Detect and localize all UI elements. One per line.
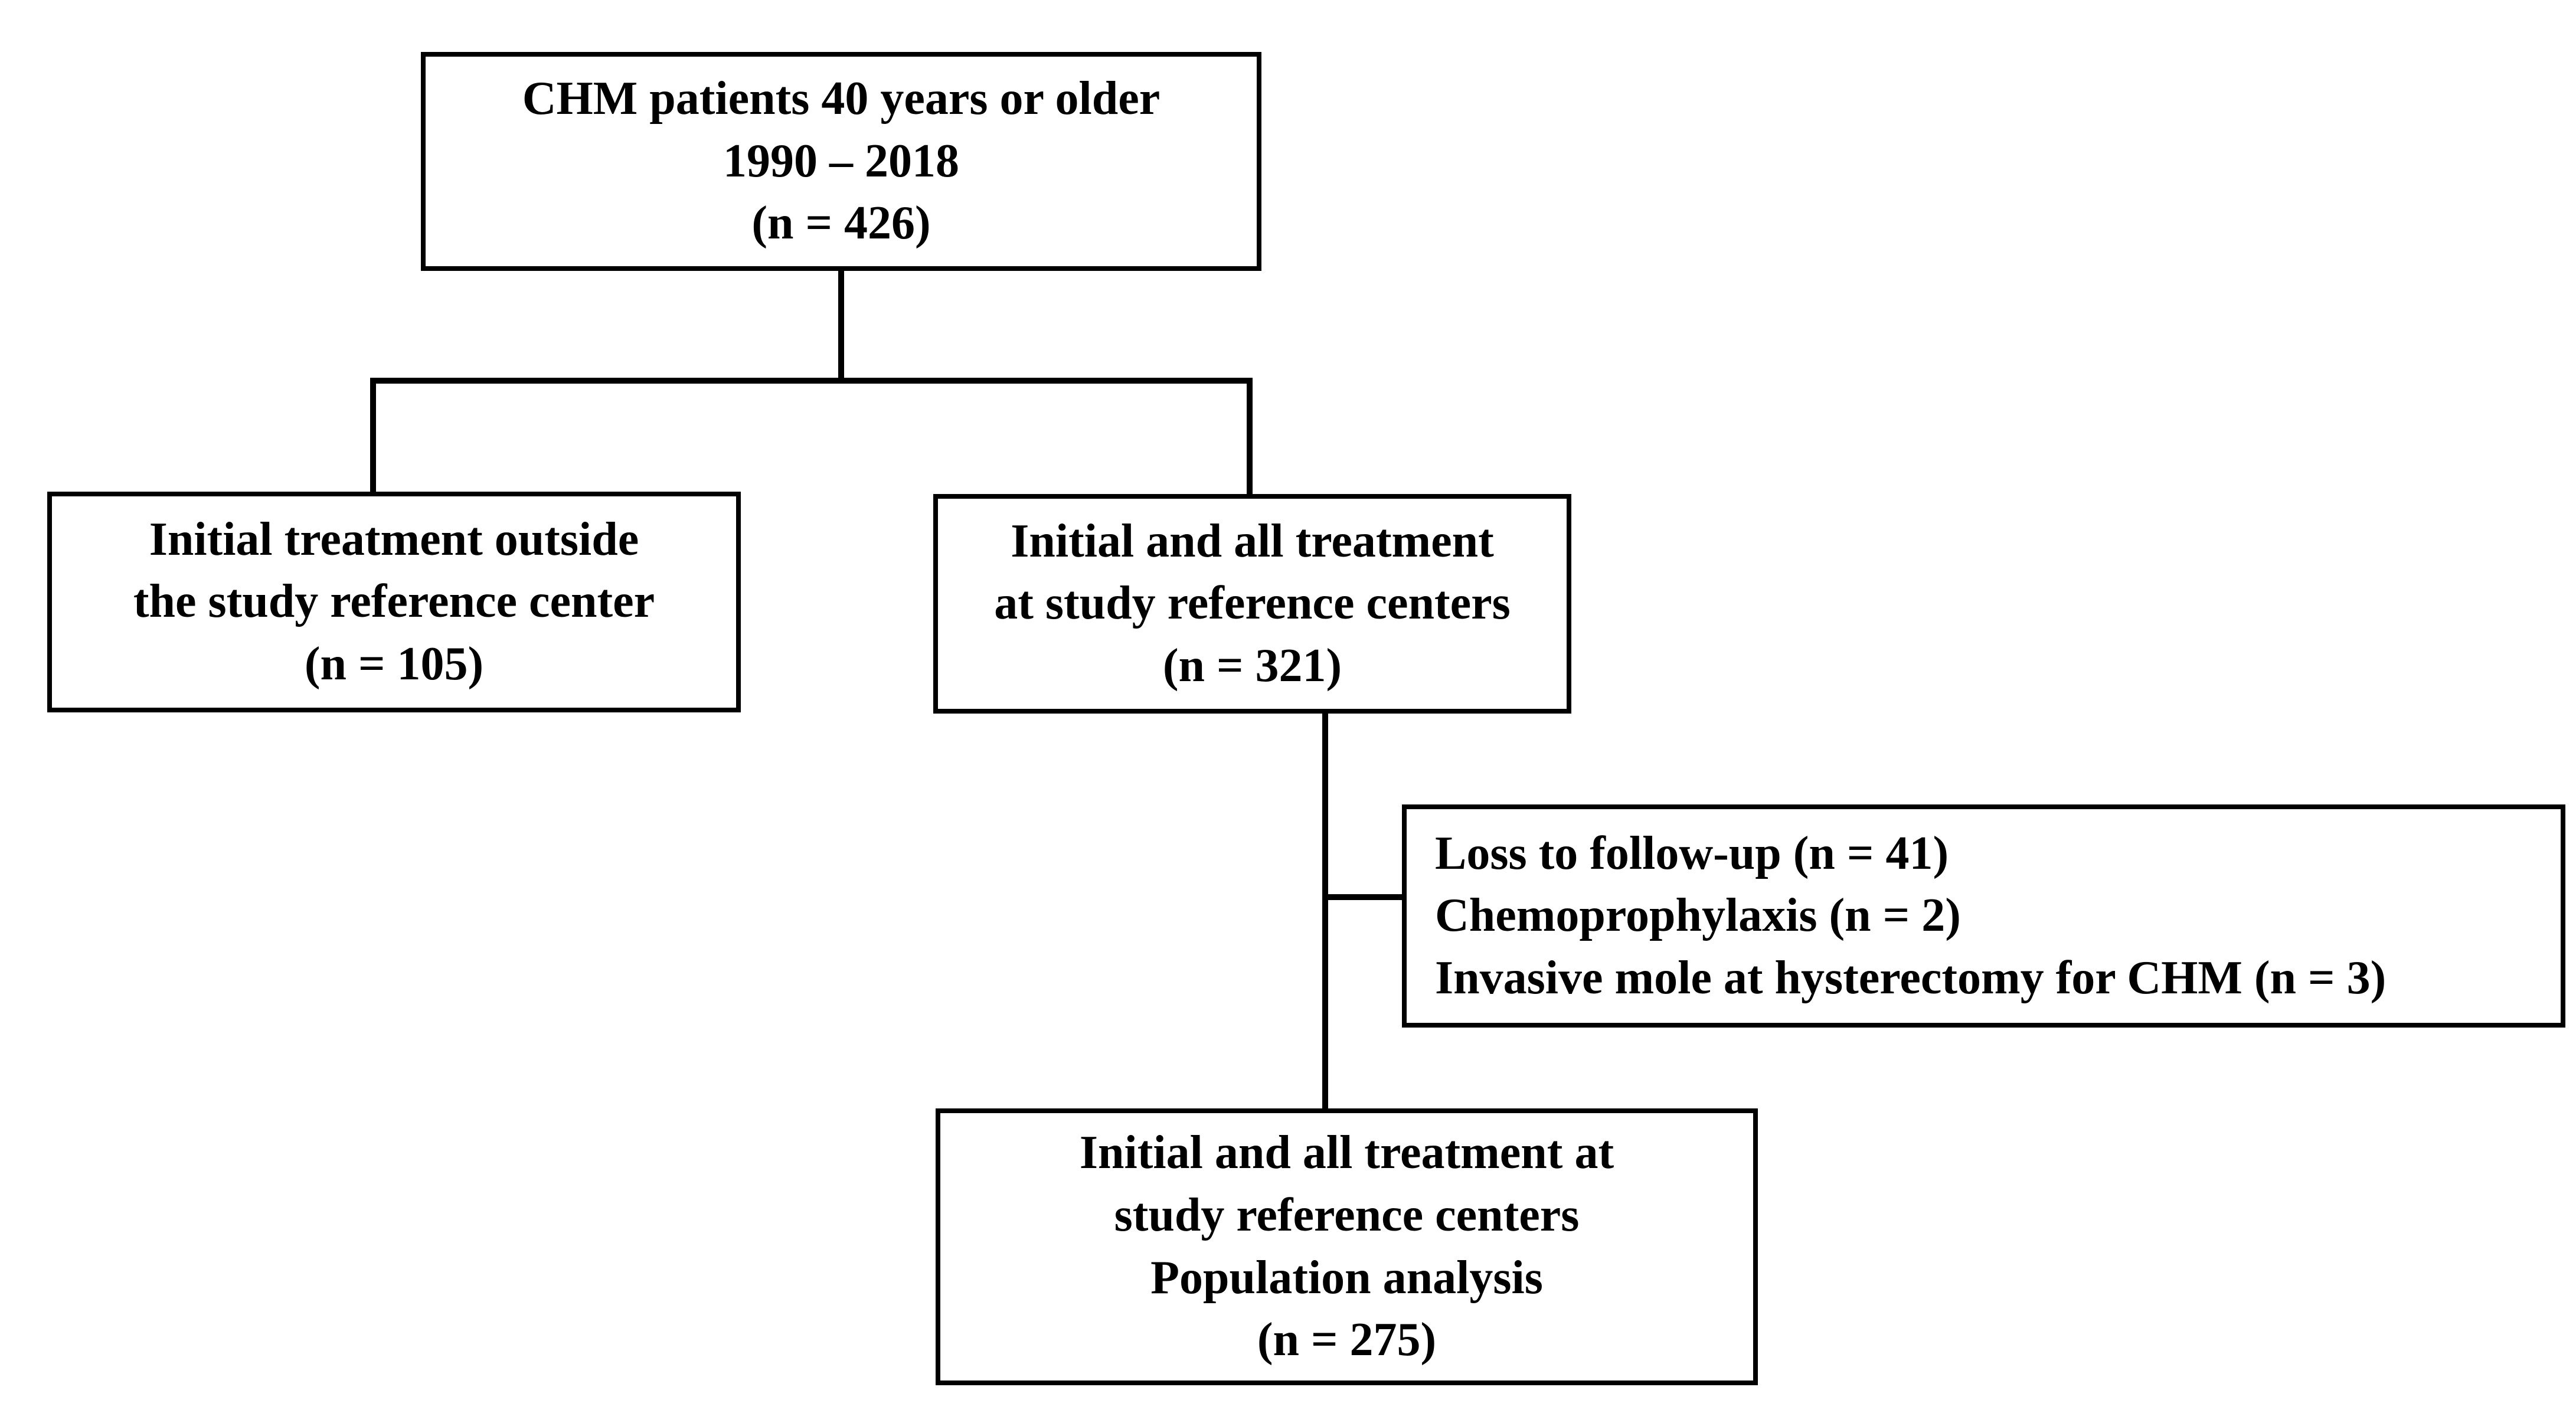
node-text-line: the study reference center — [133, 575, 655, 628]
node-text-line: Loss to follow-up (n = 41) — [1435, 827, 1949, 879]
node-treatment-at-reference-centers: Initial and all treatment at study refer… — [933, 494, 1571, 714]
node-text-line: (n = 275) — [1257, 1314, 1437, 1366]
node-text-line: Initial treatment outside — [149, 513, 639, 565]
node-text-line: Initial and all treatment at — [1079, 1127, 1614, 1179]
node-initial-treatment-outside: Initial treatment outside the study refe… — [47, 492, 741, 712]
node-text-line: Population analysis — [1150, 1251, 1543, 1304]
node-text-line: 1990 – 2018 — [723, 135, 959, 187]
node-text-line: Invasive mole at hysterectomy for CHM (n… — [1435, 951, 2387, 1004]
node-text-line: CHM patients 40 years or older — [522, 73, 1160, 125]
node-text-line: study reference centers — [1114, 1189, 1580, 1241]
node-exclusions: Loss to follow-up (n = 41) Chemoprophyla… — [1402, 804, 2565, 1028]
node-text-line: at study reference centers — [994, 577, 1511, 630]
node-text-line: (n = 321) — [1162, 639, 1342, 692]
node-text-line: (n = 105) — [304, 637, 484, 690]
node-text-line: (n = 426) — [751, 197, 931, 250]
node-text-line: Initial and all treatment — [1011, 515, 1494, 567]
node-text-line: Chemoprophylaxis (n = 2) — [1435, 889, 1961, 942]
node-population-analysis: Initial and all treatment at study refer… — [936, 1108, 1758, 1385]
node-chm-patients-40-or-older: CHM patients 40 years or older 1990 – 20… — [421, 52, 1261, 271]
